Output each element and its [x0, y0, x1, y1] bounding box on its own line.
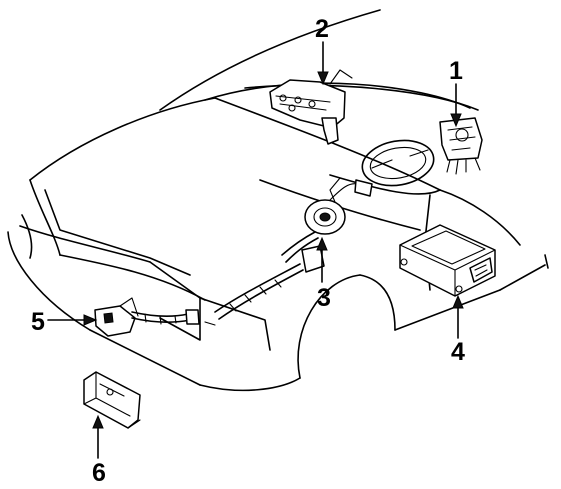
part-4-control-module [399, 224, 496, 297]
callout-arrows [47, 41, 464, 459]
part-6-bracket [83, 371, 141, 429]
part-5-front-sensor [94, 297, 216, 337]
callout-3-label: 3 [317, 284, 331, 312]
callout-6-label: 6 [92, 459, 106, 487]
part-1-sensor [439, 117, 483, 175]
callout-1-label: 1 [449, 57, 463, 85]
part-3-clockspring [214, 177, 373, 320]
steering-wheel [361, 139, 435, 187]
callout-2-label: 2 [315, 15, 329, 43]
callout-4-label: 4 [451, 338, 465, 366]
part-2-module [269, 69, 353, 145]
vehicle-outline [7, 9, 549, 392]
callout-5-label: 5 [31, 308, 45, 336]
